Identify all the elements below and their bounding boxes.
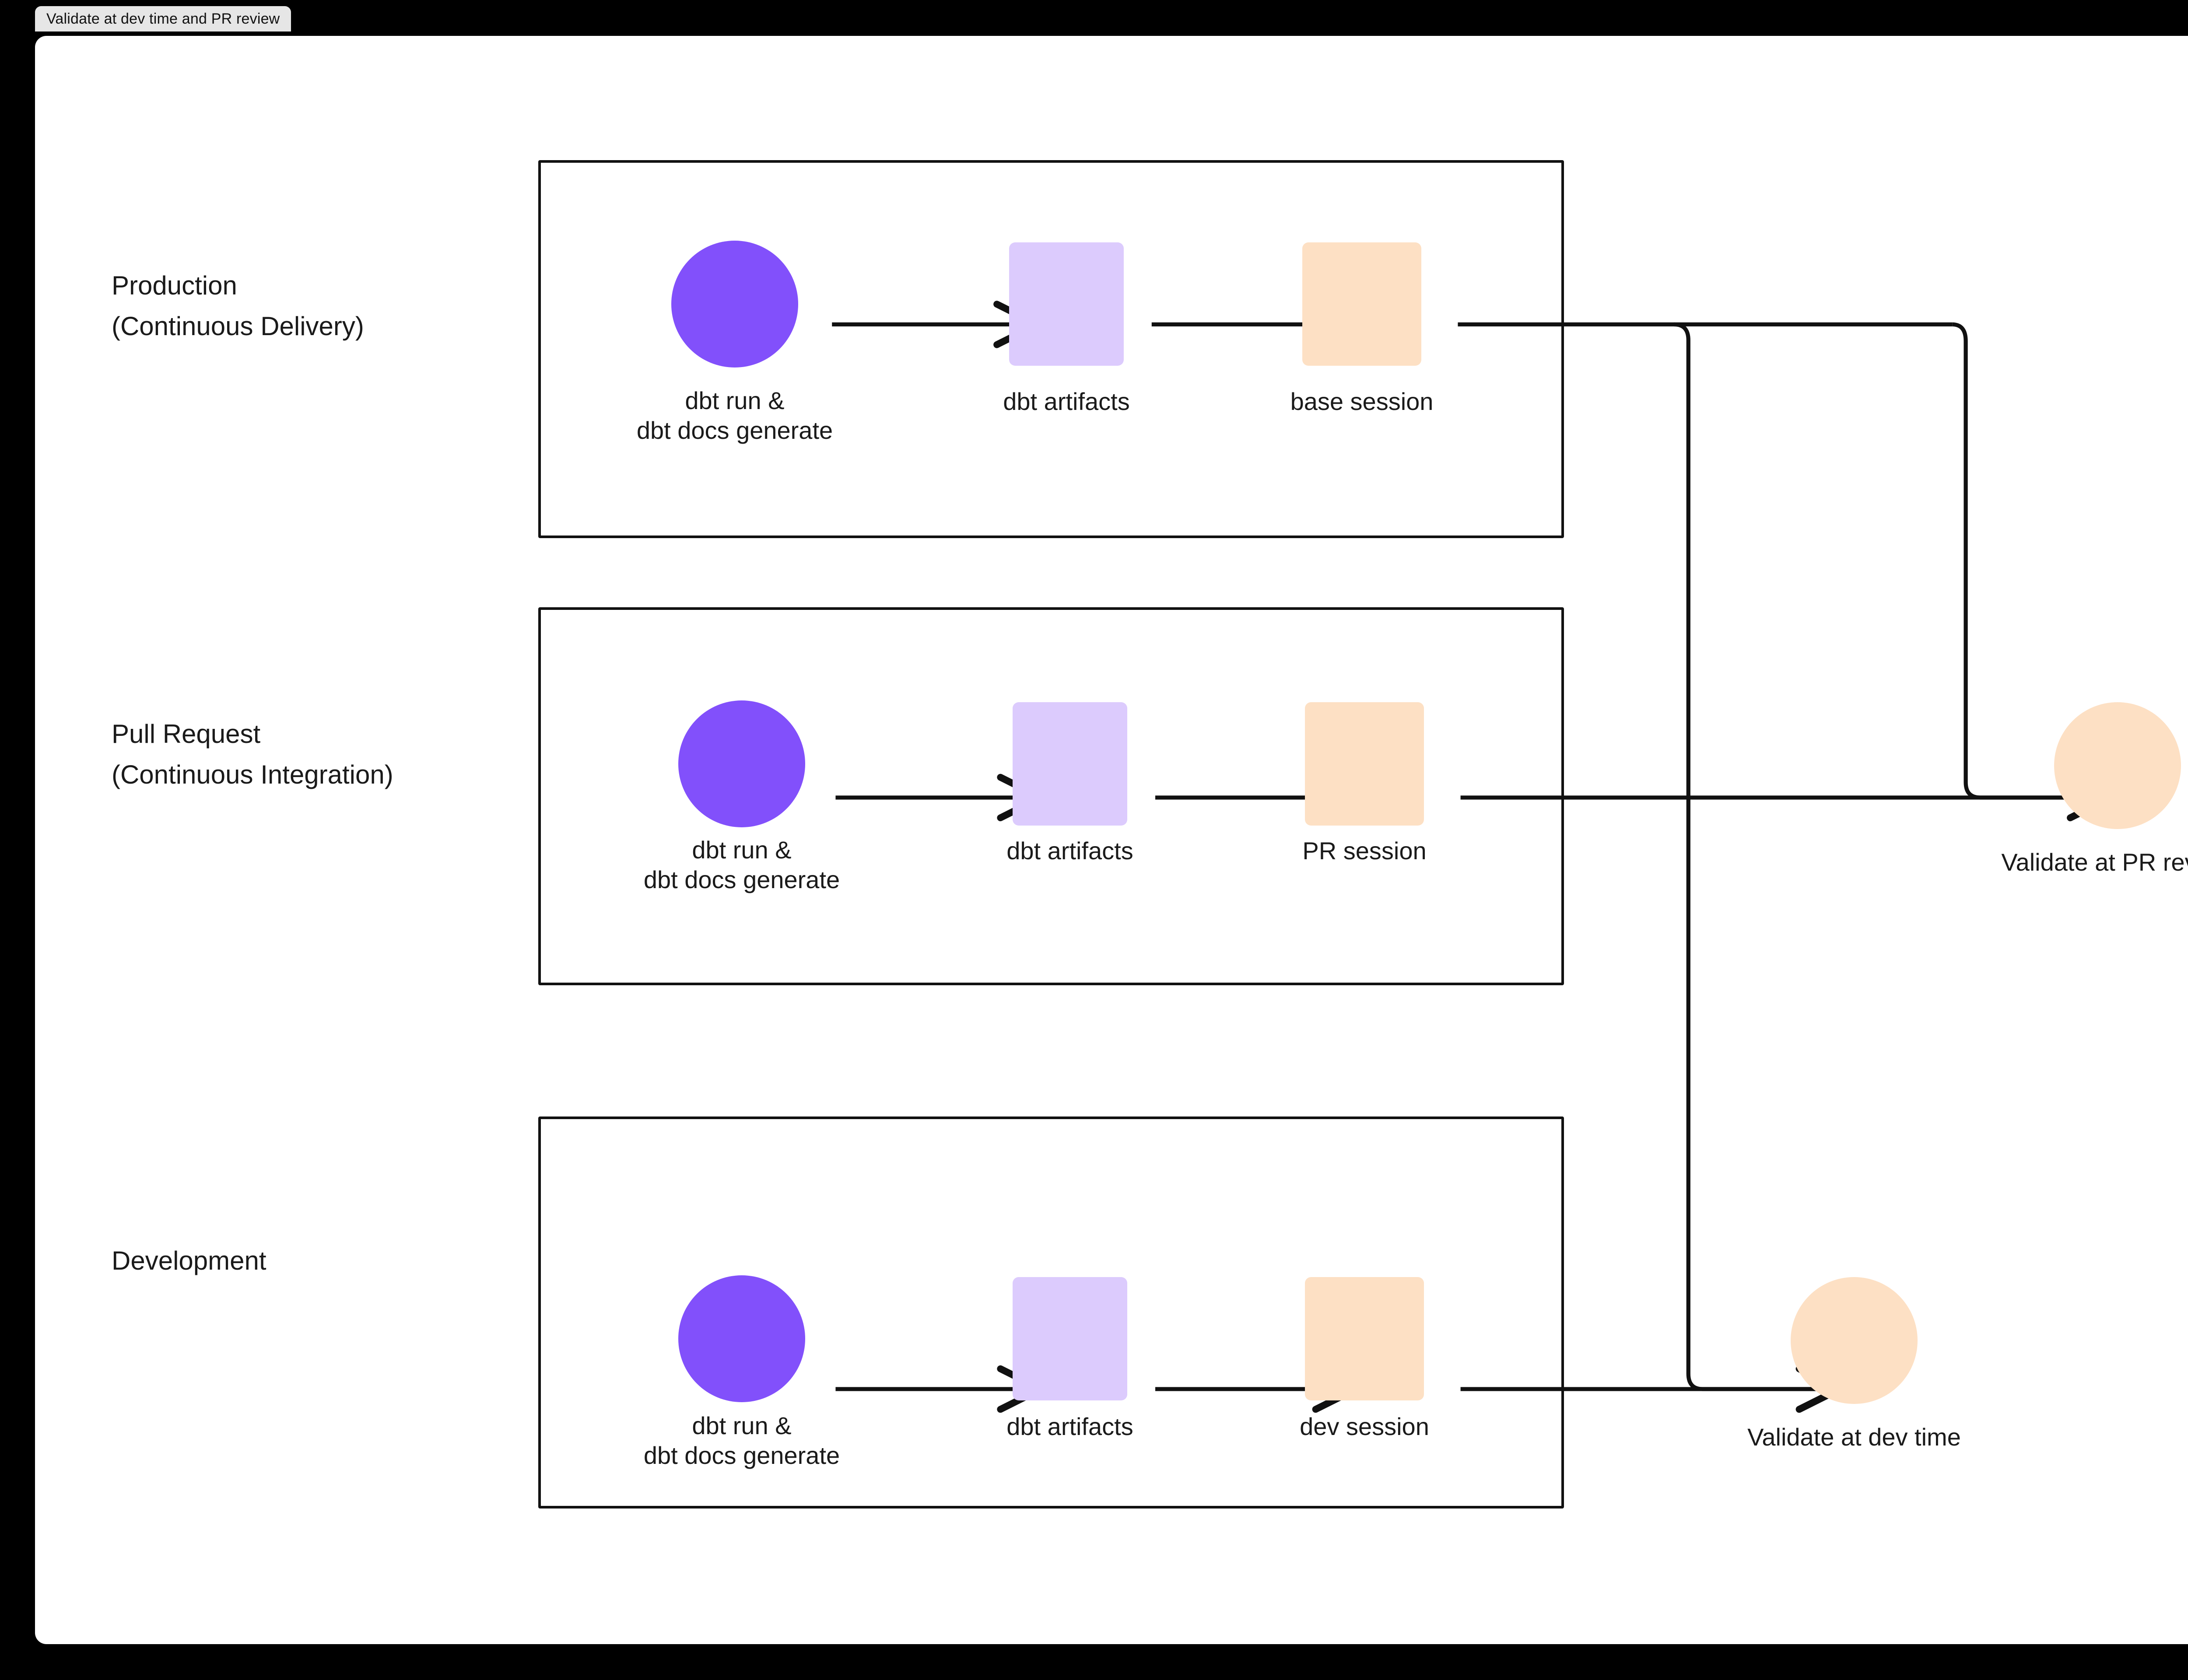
edge-prod-session-to-validate-dev-time	[1674, 322, 1844, 1413]
caption-dev-session: dev session	[1300, 1413, 1429, 1440]
node-prod-run[interactable]	[671, 241, 798, 368]
caption-pr-artifacts: dbt artifacts	[1006, 837, 1133, 864]
node-pr-run[interactable]	[678, 700, 805, 827]
node-prod-artifacts[interactable]	[1009, 242, 1124, 366]
node-pr-artifacts[interactable]	[1013, 702, 1127, 826]
node-pr-session[interactable]	[1305, 702, 1424, 826]
caption-pr-session: PR session	[1302, 837, 1427, 864]
node-validate-pr-review[interactable]	[2054, 702, 2181, 829]
node-prod-session[interactable]	[1302, 242, 1421, 366]
node-dev-run[interactable]	[678, 1275, 805, 1402]
group-box-pull-request	[538, 607, 1564, 985]
node-dev-artifacts[interactable]	[1013, 1277, 1127, 1400]
caption-prod-run: dbt run & dbt docs generate	[636, 387, 833, 444]
lane-label-production: Production (Continuous Delivery)	[112, 271, 364, 341]
caption-pr-run: dbt run & dbt docs generate	[643, 836, 840, 894]
caption-prod-session: base session	[1290, 388, 1434, 415]
caption-dev-run: dbt run & dbt docs generate	[643, 1412, 840, 1470]
node-dev-session[interactable]	[1305, 1277, 1424, 1400]
caption-dev-artifacts: dbt artifacts	[1006, 1413, 1133, 1440]
caption-prod-artifacts: dbt artifacts	[1003, 388, 1130, 415]
group-box-development	[538, 1116, 1564, 1508]
lane-label-development: Development	[112, 1246, 266, 1275]
caption-validate-pr-review: Validate at PR review	[2001, 848, 2188, 876]
caption-validate-dev-time: Validate at dev time	[1747, 1423, 1961, 1451]
window-title-tab[interactable]: Validate at dev time and PR review	[35, 6, 291, 32]
window-title-text: Validate at dev time and PR review	[46, 10, 280, 27]
node-validate-dev-time[interactable]	[1791, 1277, 1918, 1404]
lane-label-pull-request: Pull Request (Continuous Integration)	[112, 719, 393, 789]
group-box-production	[538, 160, 1564, 538]
diagram-canvas: Production (Continuous Delivery) dbt run…	[35, 36, 2188, 1644]
